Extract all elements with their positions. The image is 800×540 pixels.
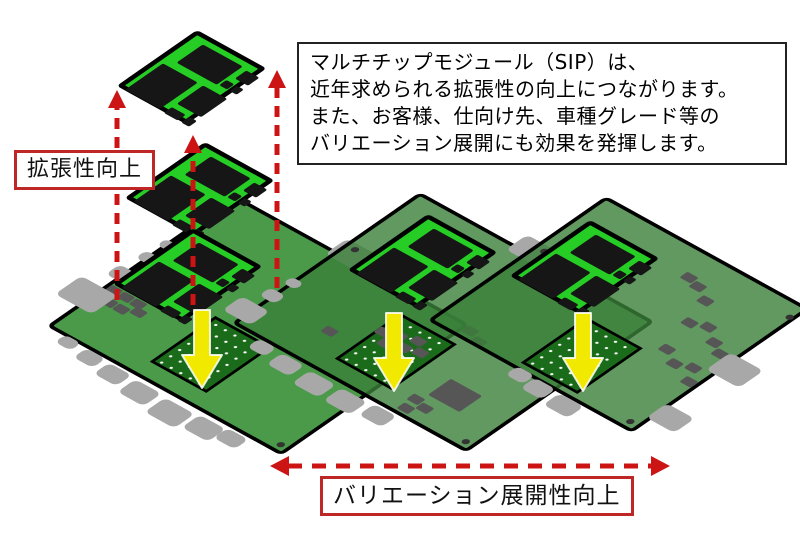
smd-component [679, 375, 699, 388]
screw-hole [274, 441, 287, 449]
edge-connector [646, 403, 695, 433]
module-chip [242, 182, 268, 198]
edge-connector [358, 403, 397, 428]
module-chip [229, 85, 244, 95]
label-variation: バリエーション展開性向上 [320, 476, 634, 516]
screw-hole [349, 246, 361, 254]
edge-connector [55, 275, 118, 315]
smd-component [704, 336, 724, 349]
label-expandability: 拡張性向上 [14, 150, 156, 190]
screw-hole [783, 313, 796, 321]
smd-component [396, 402, 416, 415]
edge-connector [54, 334, 82, 351]
module-chip [163, 107, 186, 121]
description-line-3: また、お客様、仕向け先、車種グレード等の [310, 104, 720, 128]
description-line-1: マルチチップモジュール（SIP）は、 [310, 50, 649, 74]
edge-connector [705, 352, 764, 388]
smd-component [695, 295, 716, 307]
sip-module-stack-top [116, 30, 267, 127]
description-line-4: バリエーション展開にも効果を発揮します。 [310, 131, 718, 155]
smd-component [664, 357, 685, 370]
smd-component [657, 343, 677, 356]
screw-hole [624, 417, 637, 426]
module-chip [234, 70, 260, 86]
smd-component [683, 361, 704, 374]
screw-hole [459, 438, 472, 446]
variation-range-arrow [270, 456, 670, 476]
edge-connector [73, 348, 106, 368]
smd-component [319, 325, 340, 338]
module-chip [181, 116, 198, 127]
smd-component [698, 321, 719, 334]
description-line-2: 近年求められる拡張性の向上につながります。 [310, 77, 739, 101]
edge-connector [543, 393, 584, 419]
smd-component [679, 316, 700, 329]
smd-component [128, 306, 149, 319]
edge-connector [93, 362, 132, 387]
ic-chip [427, 378, 483, 413]
description-box: マルチチップモジュール（SIP）は、 近年求められる拡張性の向上につながります。… [297, 42, 787, 165]
edge-connector [117, 379, 162, 407]
